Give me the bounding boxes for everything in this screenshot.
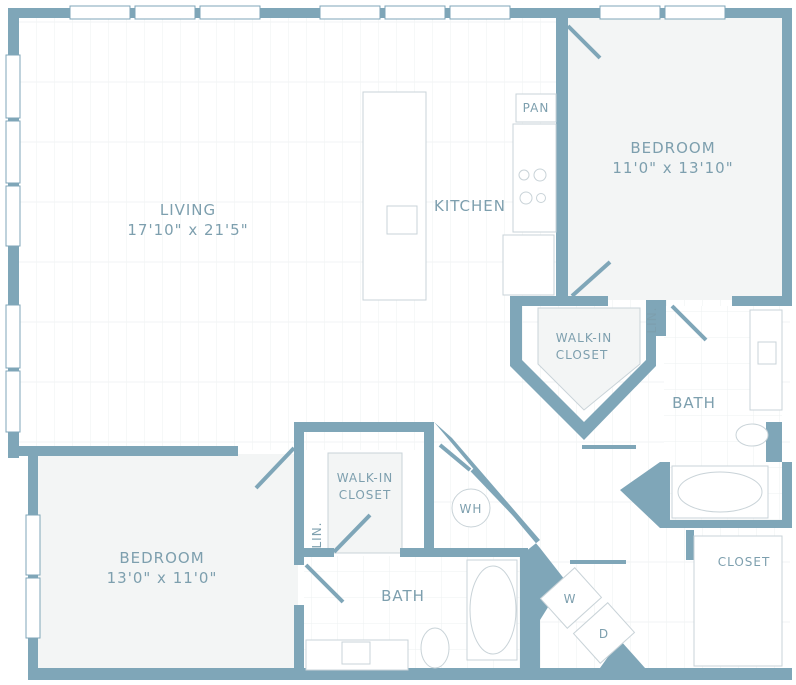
closet-shelf bbox=[693, 535, 783, 667]
living-size: 17'10" x 21'5" bbox=[127, 221, 248, 239]
walkin1-floor bbox=[537, 307, 641, 411]
kitchen-sink-icon bbox=[386, 205, 418, 235]
kitchen-island bbox=[362, 91, 427, 301]
water-heater-label: WH bbox=[460, 502, 483, 516]
tub-1-basin bbox=[677, 471, 763, 513]
walkin2-floor bbox=[327, 452, 403, 554]
living-label: LIVING bbox=[160, 201, 216, 219]
pantry-label: PAN bbox=[523, 101, 550, 115]
bath1-label: BATH bbox=[672, 394, 716, 412]
bedroom2-size: 13'0" x 11'0" bbox=[107, 569, 218, 587]
dryer bbox=[572, 602, 636, 664]
walkin2-label-line2: CLOSET bbox=[339, 488, 392, 502]
bedroom1-floor bbox=[566, 16, 784, 300]
kitchen-fixtures bbox=[362, 91, 557, 301]
laundry bbox=[539, 567, 636, 664]
stove-icon bbox=[518, 168, 547, 205]
bedroom2-label: BEDROOM bbox=[119, 549, 204, 567]
bedroom2-floor bbox=[36, 454, 298, 670]
washer bbox=[539, 567, 603, 629]
pantry bbox=[515, 93, 557, 123]
sink-2-icon bbox=[341, 641, 371, 665]
walkin1-label-line2: CLOSET bbox=[556, 348, 609, 362]
bath-fixtures bbox=[305, 309, 783, 671]
bedroom1-label: BEDROOM bbox=[630, 139, 715, 157]
linen2-label: LIN. bbox=[310, 521, 324, 548]
bedroom1-size: 11'0" x 13'10" bbox=[612, 159, 733, 177]
water-heater-icon bbox=[451, 488, 491, 528]
walkin2-label-line1: WALK-IN bbox=[337, 471, 394, 485]
bath2-label: BATH bbox=[381, 587, 425, 605]
washer-label: W bbox=[564, 592, 577, 606]
walkin1-label-line1: WALK-IN bbox=[556, 331, 613, 345]
sink-1-icon bbox=[757, 341, 777, 365]
toilet-1-icon bbox=[735, 423, 769, 447]
toilet-2-icon bbox=[420, 627, 450, 669]
kitchen-label: KITCHEN bbox=[434, 197, 506, 215]
dryer-label: D bbox=[599, 627, 609, 641]
refrigerator bbox=[502, 234, 555, 296]
windows bbox=[5, 5, 726, 639]
tub-2-basin bbox=[469, 565, 517, 655]
linen1-label: LIN. bbox=[645, 306, 659, 333]
closet-label: CLOSET bbox=[718, 555, 771, 569]
